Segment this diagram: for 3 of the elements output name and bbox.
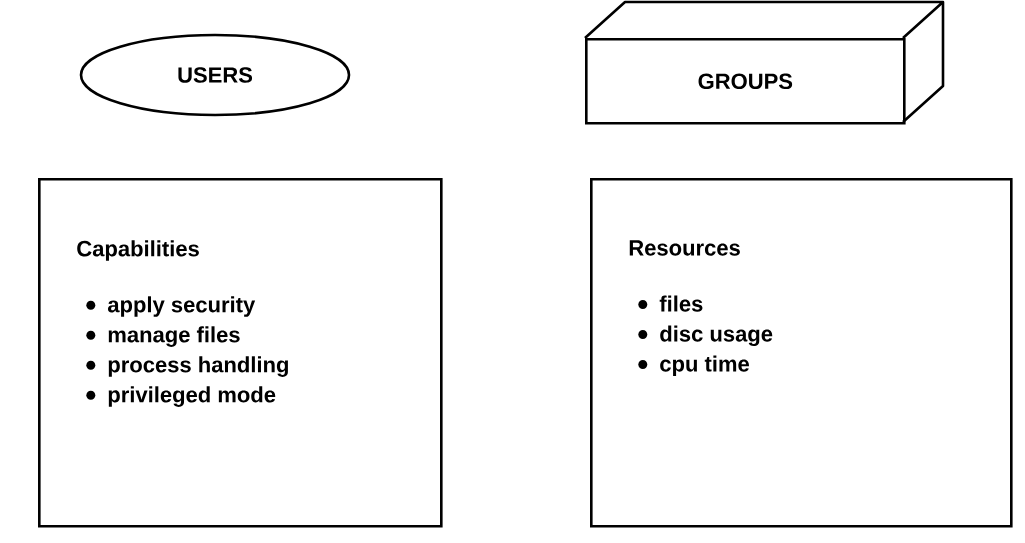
text-panel: Resources files disc usage cpu time: [590, 178, 1013, 528]
text-panel: Capabilities apply security manage files process handling privileged mode: [38, 178, 443, 528]
cuboid: GROUPS: [583, 0, 945, 125]
